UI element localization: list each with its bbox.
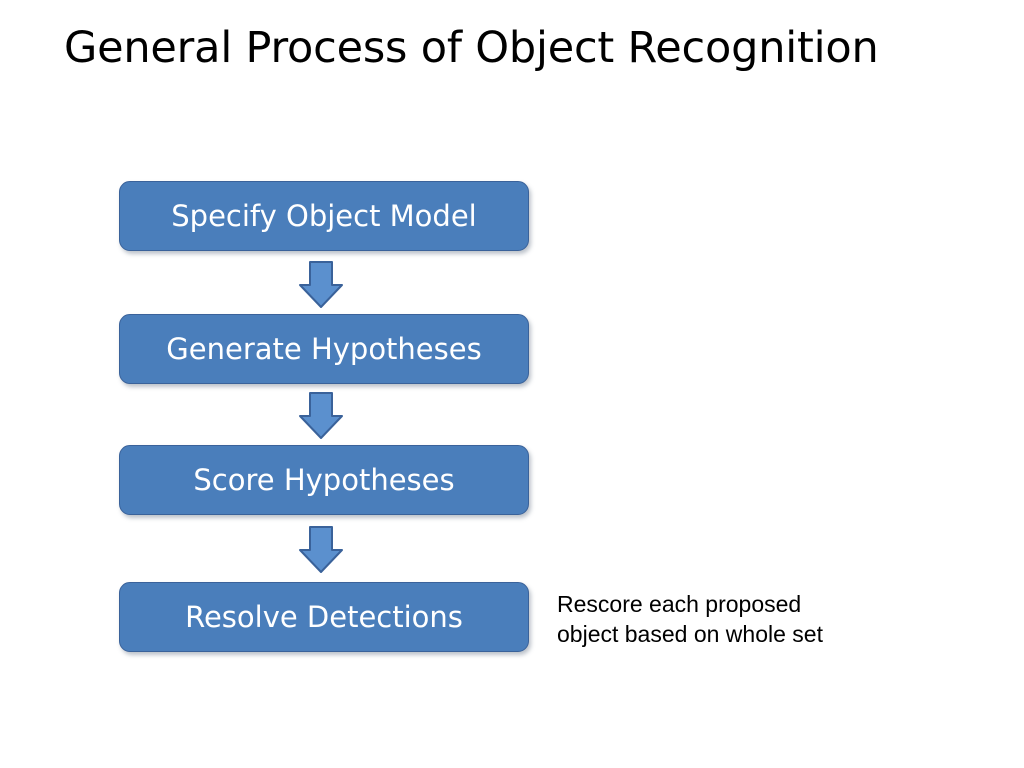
flow-step-score-hypotheses[interactable]: Score Hypotheses <box>119 445 529 515</box>
arrow-down-icon <box>298 526 344 574</box>
flow-step-label: Specify Object Model <box>171 198 477 233</box>
flow-step-label: Score Hypotheses <box>193 462 455 497</box>
page-title: General Process of Object Recognition <box>64 23 879 73</box>
annotation-line-2: object based on whole set <box>557 621 823 648</box>
annotation-line-1: Rescore each proposed <box>557 591 802 617</box>
annotation-text: Rescore each proposed object based on wh… <box>557 589 917 650</box>
flow-step-generate-hypotheses[interactable]: Generate Hypotheses <box>119 314 529 384</box>
arrow-down-icon <box>298 261 344 309</box>
arrow-down-icon <box>298 392 344 440</box>
flow-step-specify-object-model[interactable]: Specify Object Model <box>119 181 529 251</box>
flow-step-resolve-detections[interactable]: Resolve Detections <box>119 582 529 652</box>
flow-step-label: Generate Hypotheses <box>166 331 482 366</box>
flow-step-label: Resolve Detections <box>185 599 463 634</box>
